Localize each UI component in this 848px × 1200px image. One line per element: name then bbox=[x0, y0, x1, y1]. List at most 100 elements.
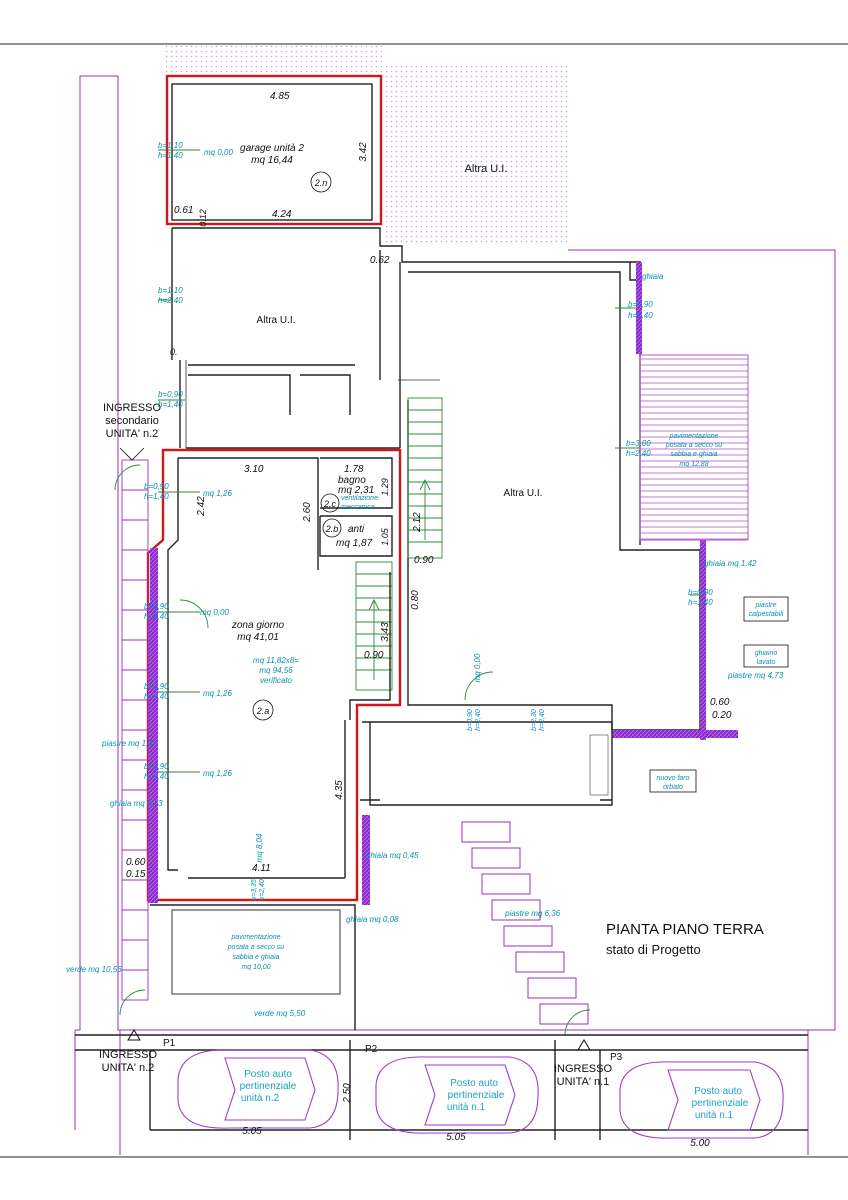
dim-r-060: 0.60 bbox=[710, 697, 730, 708]
ingresso-u1-2: UNITA' n.1 bbox=[557, 1076, 610, 1088]
w8-h: h=2,40 bbox=[626, 449, 651, 458]
w5-mq: mq 8,04 bbox=[255, 833, 264, 862]
dim-062: 0.62 bbox=[370, 255, 390, 266]
w5-h: h=2,40 bbox=[259, 879, 266, 901]
dim-g-061: 0.61 bbox=[174, 205, 193, 216]
w7-b: b=2,30 bbox=[531, 709, 538, 731]
dim-z-090b: 0.90 bbox=[364, 650, 384, 661]
dim-z-090a: 0.90 bbox=[414, 555, 434, 566]
dim-g-bottom: 4.24 bbox=[272, 209, 292, 220]
altra-ui-mid-walls bbox=[171, 227, 641, 449]
dim-0: 0. bbox=[170, 347, 178, 357]
ingresso-u1-1: INGRESSO bbox=[554, 1063, 613, 1075]
anti-area: mq 1,87 bbox=[336, 538, 373, 549]
w-ingr-h: h=1,40 bbox=[158, 400, 183, 409]
dim-z-178: 1.78 bbox=[344, 464, 364, 475]
porch-walls bbox=[360, 721, 613, 806]
bagno-vent-1: ventilazione bbox=[341, 495, 378, 502]
altra-right-label: Altra U.I. bbox=[504, 488, 543, 499]
car-1 bbox=[177, 1049, 339, 1129]
dim-z-343: 3.43 bbox=[380, 622, 391, 642]
pavimentazione-right bbox=[639, 354, 749, 541]
right-purple-wall bbox=[636, 262, 642, 354]
ghiaia-142: ghiaia mq 1,42 bbox=[704, 559, 757, 568]
w-ingr-b: b=0,90 bbox=[158, 390, 183, 399]
dim-z-060a: 0.60 bbox=[126, 857, 146, 868]
dim-r-020: 0.20 bbox=[712, 710, 732, 721]
w1-b: b=0,90 bbox=[144, 482, 169, 491]
w1-h: h=1,40 bbox=[144, 492, 169, 501]
ghiaino-2: lavato bbox=[757, 659, 776, 666]
w5-b: b=3,35 bbox=[251, 879, 258, 901]
stairs-upper bbox=[407, 397, 443, 559]
ingresso-sec-3: UNITA' n.2 bbox=[106, 428, 159, 440]
pav-right-1: pavimentazione bbox=[668, 433, 718, 440]
dim-z-260: 2.60 bbox=[302, 502, 313, 523]
zona-area: mq 41,01 bbox=[237, 632, 279, 643]
pav-right-2: posata a secco su bbox=[665, 442, 723, 449]
pav-right-3: sabbia e ghiaia bbox=[670, 451, 717, 458]
pav-bottom-2: posata a secco su bbox=[227, 944, 285, 951]
dim-z-129: 1.29 bbox=[380, 478, 390, 496]
w7-h: h=2,40 bbox=[539, 709, 546, 731]
zona-name: zona giorno bbox=[231, 620, 285, 631]
w2-h: h=2,40 bbox=[144, 612, 169, 621]
ghiaia-045: ghiaia mq 0,45 bbox=[366, 851, 419, 860]
posto3-3: unità n.1 bbox=[695, 1110, 734, 1121]
pav-bottom-4: mq 10,00 bbox=[241, 964, 270, 971]
posto2-3: unità n.1 bbox=[447, 1102, 486, 1113]
posto1-1: Posto auto bbox=[244, 1069, 292, 1080]
ingresso-sec-2: secondario bbox=[105, 415, 159, 427]
piastre-calp-2: calpestabili bbox=[749, 611, 784, 618]
w2-mq: mq 0,00 bbox=[200, 608, 229, 617]
stepping-stones bbox=[461, 821, 589, 1025]
w9-b: b=0,90 bbox=[628, 300, 653, 309]
ingresso-u2-2: UNITA' n.2 bbox=[102, 1062, 155, 1074]
piastre-636: piastre mq 6,36 bbox=[504, 909, 561, 918]
posto1-3: unità n.2 bbox=[241, 1093, 280, 1104]
bagno-tag: 2.c bbox=[323, 499, 337, 509]
title-line-1: PIANTA PIANO TERRA bbox=[606, 921, 764, 938]
dim-g-right: 3.42 bbox=[358, 142, 369, 162]
dim-c-250: 2.50 bbox=[342, 1083, 353, 1104]
bagno-name: bagno bbox=[338, 475, 366, 486]
ghiaino-1: ghiaino bbox=[755, 650, 778, 657]
nuovo-faro-1: nuovo faro bbox=[656, 775, 689, 782]
w4-h: h=1,40 bbox=[144, 772, 169, 781]
car-2 bbox=[375, 1056, 539, 1134]
pav-right-4: mq 12,88 bbox=[679, 461, 708, 468]
dim-c-500: 5.00 bbox=[690, 1138, 710, 1149]
pavimentazione-bottom bbox=[171, 909, 341, 995]
w-altra-b: b=1,10 bbox=[158, 286, 183, 295]
pav-bottom-1: pavimentazione bbox=[230, 934, 280, 941]
verde-550: verde mq 5,50 bbox=[254, 1009, 306, 1018]
w3-mq: mq 1,26 bbox=[203, 689, 232, 698]
zona-check-1: mq 11,82x8= bbox=[253, 656, 299, 665]
p3-label: P3 bbox=[610, 1052, 623, 1063]
w8-b: b=3,00 bbox=[626, 439, 651, 448]
w6-b: b=0,90 bbox=[467, 709, 474, 731]
posto2-2: pertinenziale bbox=[448, 1090, 505, 1101]
piastre-left: piastre mq 1,47 bbox=[101, 739, 158, 748]
anti-name: anti bbox=[348, 524, 365, 535]
lot-boundary bbox=[117, 76, 836, 1155]
dim-z-242: 2.42 bbox=[196, 496, 207, 517]
ghiaia-008: ghiaia mq 0,08 bbox=[346, 915, 399, 924]
piastre-473: piastre mq 4,73 bbox=[727, 671, 784, 680]
posto3-2: pertinenziale bbox=[692, 1098, 749, 1109]
w4-mq: mq 1,26 bbox=[203, 769, 232, 778]
bagno-vent-2: meccanica bbox=[341, 504, 375, 511]
dim-c-505a: 5.05 bbox=[242, 1126, 262, 1137]
w3-h: h=1,40 bbox=[144, 692, 169, 701]
nuovo-faro-2: orbato bbox=[663, 784, 683, 791]
w-garage-mq: mq 0,00 bbox=[204, 148, 233, 157]
bagno-area: mq 2,31 bbox=[338, 485, 374, 496]
piastre-calp-1: piastre bbox=[754, 602, 776, 609]
p2-label: P2 bbox=[365, 1044, 378, 1055]
w2-b: b=0,90 bbox=[144, 602, 169, 611]
w9-h: h=1,40 bbox=[628, 311, 653, 320]
dim-z-212: 2.12 bbox=[412, 512, 423, 533]
w10-h: h=1,40 bbox=[688, 598, 713, 607]
ghiaia-top: ghiaia bbox=[642, 272, 664, 281]
posto3-1: Posto auto bbox=[694, 1086, 742, 1097]
